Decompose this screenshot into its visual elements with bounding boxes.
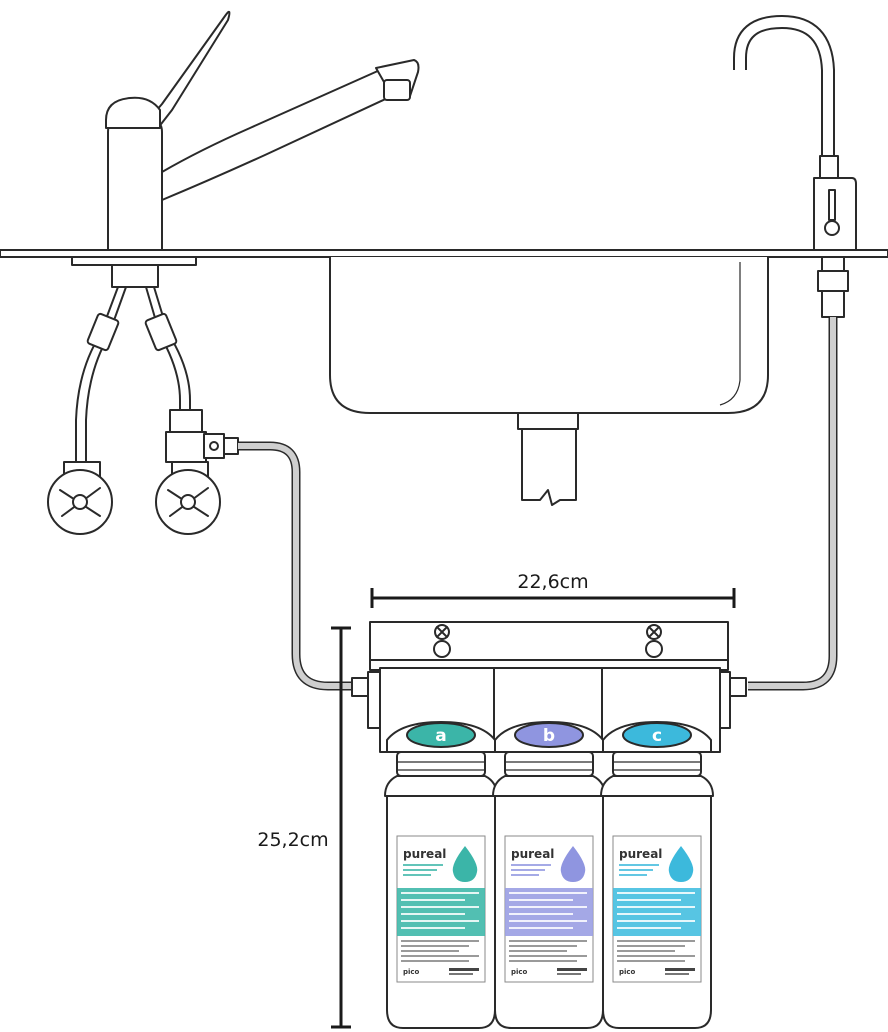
- filter-cartridges: a pureal pico b pureal pico c pureal pico: [384, 721, 714, 1029]
- inlet-tube: [238, 441, 352, 691]
- filter-cartridge-a: a pureal pico: [384, 721, 498, 1029]
- mixer-faucet: [71, 10, 420, 288]
- water-drop-icon: [668, 846, 694, 882]
- height-dimension: 25,2cm: [257, 626, 351, 1029]
- filter-footer-logo: pico: [403, 968, 420, 976]
- countertop: [0, 249, 888, 258]
- filter-cap-badge-c: [622, 722, 692, 748]
- filter-cap-letter-c: c: [652, 726, 662, 746]
- width-dimension-label: 22,6cm: [517, 571, 588, 593]
- filter-cap-letter-a: a: [435, 726, 446, 746]
- filter-brand-c: pureal: [619, 847, 662, 861]
- height-dimension-label: 25,2cm: [257, 829, 328, 851]
- filter-cap-letter-b: b: [543, 726, 555, 746]
- filter-footer-logo: pico: [511, 968, 528, 976]
- filter-cartridge-c: c pureal pico: [600, 721, 714, 1029]
- flex-hoses: [75, 286, 191, 471]
- width-dimension: 22,6cm: [370, 571, 736, 608]
- sink-basin: [329, 257, 769, 506]
- left-angle-valve: [47, 461, 113, 535]
- filter-cap-badge-a: [406, 722, 476, 748]
- filter-brand-b: pureal: [511, 847, 554, 861]
- tee-adapter: [165, 409, 239, 463]
- water-drop-icon: [560, 846, 586, 882]
- mounting-screw-right: [645, 624, 663, 658]
- filter-cap-badge-b: [514, 722, 584, 748]
- mounting-screw-left: [433, 624, 451, 658]
- filter-cartridge-b: b pureal pico: [492, 721, 606, 1029]
- right-angle-valve: [155, 461, 221, 535]
- filter-brand-a: pureal: [403, 847, 446, 861]
- filter-footer-logo: pico: [619, 968, 636, 976]
- water-drop-icon: [452, 846, 478, 882]
- outlet-tube: [748, 317, 838, 691]
- drinking-water-faucet: [733, 14, 857, 318]
